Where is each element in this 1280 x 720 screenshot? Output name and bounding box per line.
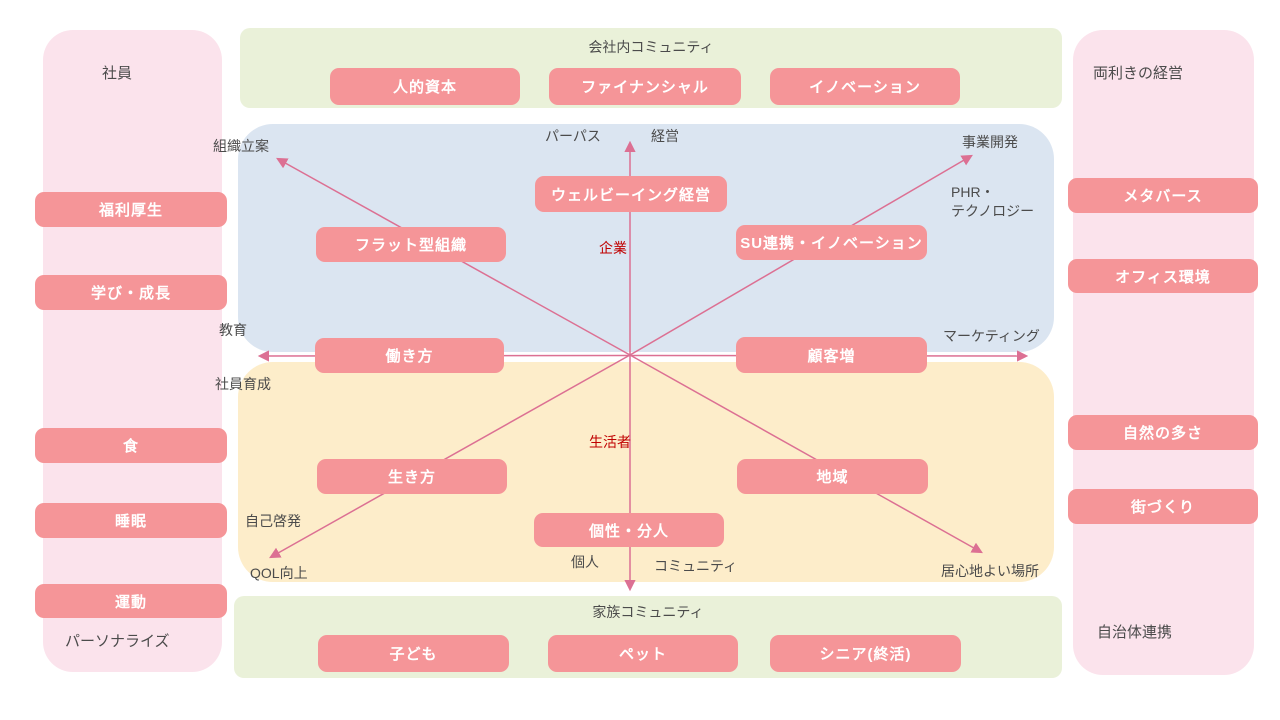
chip-learning-growth: 学び・成長 bbox=[35, 275, 227, 310]
phr-technology-note-line2: テクノロジー bbox=[951, 203, 1035, 219]
employee-panel-bg bbox=[43, 30, 222, 672]
chip-nature: 自然の多さ bbox=[1068, 415, 1258, 450]
center-label-consumer: 生活者 bbox=[589, 434, 631, 450]
chip-welfare: 福利厚生 bbox=[35, 192, 227, 227]
ambidexterity-panel-bg bbox=[1073, 30, 1254, 675]
family-community-title: 家族コミュニティ bbox=[592, 604, 704, 620]
ambidexterity-panel-footer: 自治体連携 bbox=[1097, 624, 1173, 641]
center-label-company: 企業 bbox=[599, 240, 627, 256]
company-community-title: 会社内コミュニティ bbox=[588, 39, 714, 55]
ambidexterity-panel-title: 両利きの経営 bbox=[1093, 65, 1184, 82]
employee-panel-footer: パーソナライズ bbox=[65, 633, 170, 650]
chip-exercise: 運動 bbox=[35, 584, 227, 618]
chip-town-building: 街づくり bbox=[1068, 489, 1258, 524]
chip-metaverse: メタバース bbox=[1068, 178, 1258, 213]
axis-label-marketing: マーケティング bbox=[943, 328, 1040, 344]
axis-label-self-improvement: 自己啓発 bbox=[245, 513, 301, 529]
chip-region: 地域 bbox=[737, 459, 928, 494]
chip-way-of-life: 生き方 bbox=[317, 459, 507, 494]
chip-food: 食 bbox=[35, 428, 227, 463]
axis-label-qol: QOL向上 bbox=[250, 565, 308, 581]
chip-wellbeing-management: ウェルビーイング経営 bbox=[535, 176, 727, 212]
axis-label-staff-training: 社員育成 bbox=[215, 376, 271, 392]
axis-label-individual: 個人 bbox=[571, 554, 599, 570]
axis-label-purpose: パーパス bbox=[545, 128, 601, 144]
chip-human-capital: 人的資本 bbox=[330, 68, 520, 105]
employee-panel-title: 社員 bbox=[102, 65, 133, 82]
axis-label-biz-dev: 事業開発 bbox=[962, 134, 1018, 150]
axis-label-education: 教育 bbox=[219, 322, 247, 338]
chip-su-innovation: SU連携・イノベーション bbox=[736, 225, 927, 260]
chip-pets: ペット bbox=[548, 635, 738, 672]
chip-individuality: 個性・分人 bbox=[534, 513, 724, 547]
axis-label-management: 経営 bbox=[651, 128, 679, 144]
chip-innovation: イノベーション bbox=[770, 68, 960, 105]
phr-technology-note-line1: PHR・ bbox=[951, 184, 995, 200]
chip-flat-organization: フラット型組織 bbox=[316, 227, 506, 262]
axis-label-org-planning: 組織立案 bbox=[213, 138, 269, 154]
chip-customer-growth: 顧客増 bbox=[736, 337, 927, 373]
chip-work-style: 働き方 bbox=[315, 338, 504, 373]
chip-office-env: オフィス環境 bbox=[1068, 259, 1258, 293]
chip-sleep: 睡眠 bbox=[35, 503, 227, 538]
axis-label-comfortable-place: 居心地よい場所 bbox=[941, 563, 1039, 579]
chip-senior: シニア(終活) bbox=[770, 635, 961, 672]
axis-label-community: コミュニティ bbox=[654, 558, 738, 574]
chip-children: 子ども bbox=[318, 635, 509, 672]
chip-financial: ファイナンシャル bbox=[549, 68, 741, 105]
